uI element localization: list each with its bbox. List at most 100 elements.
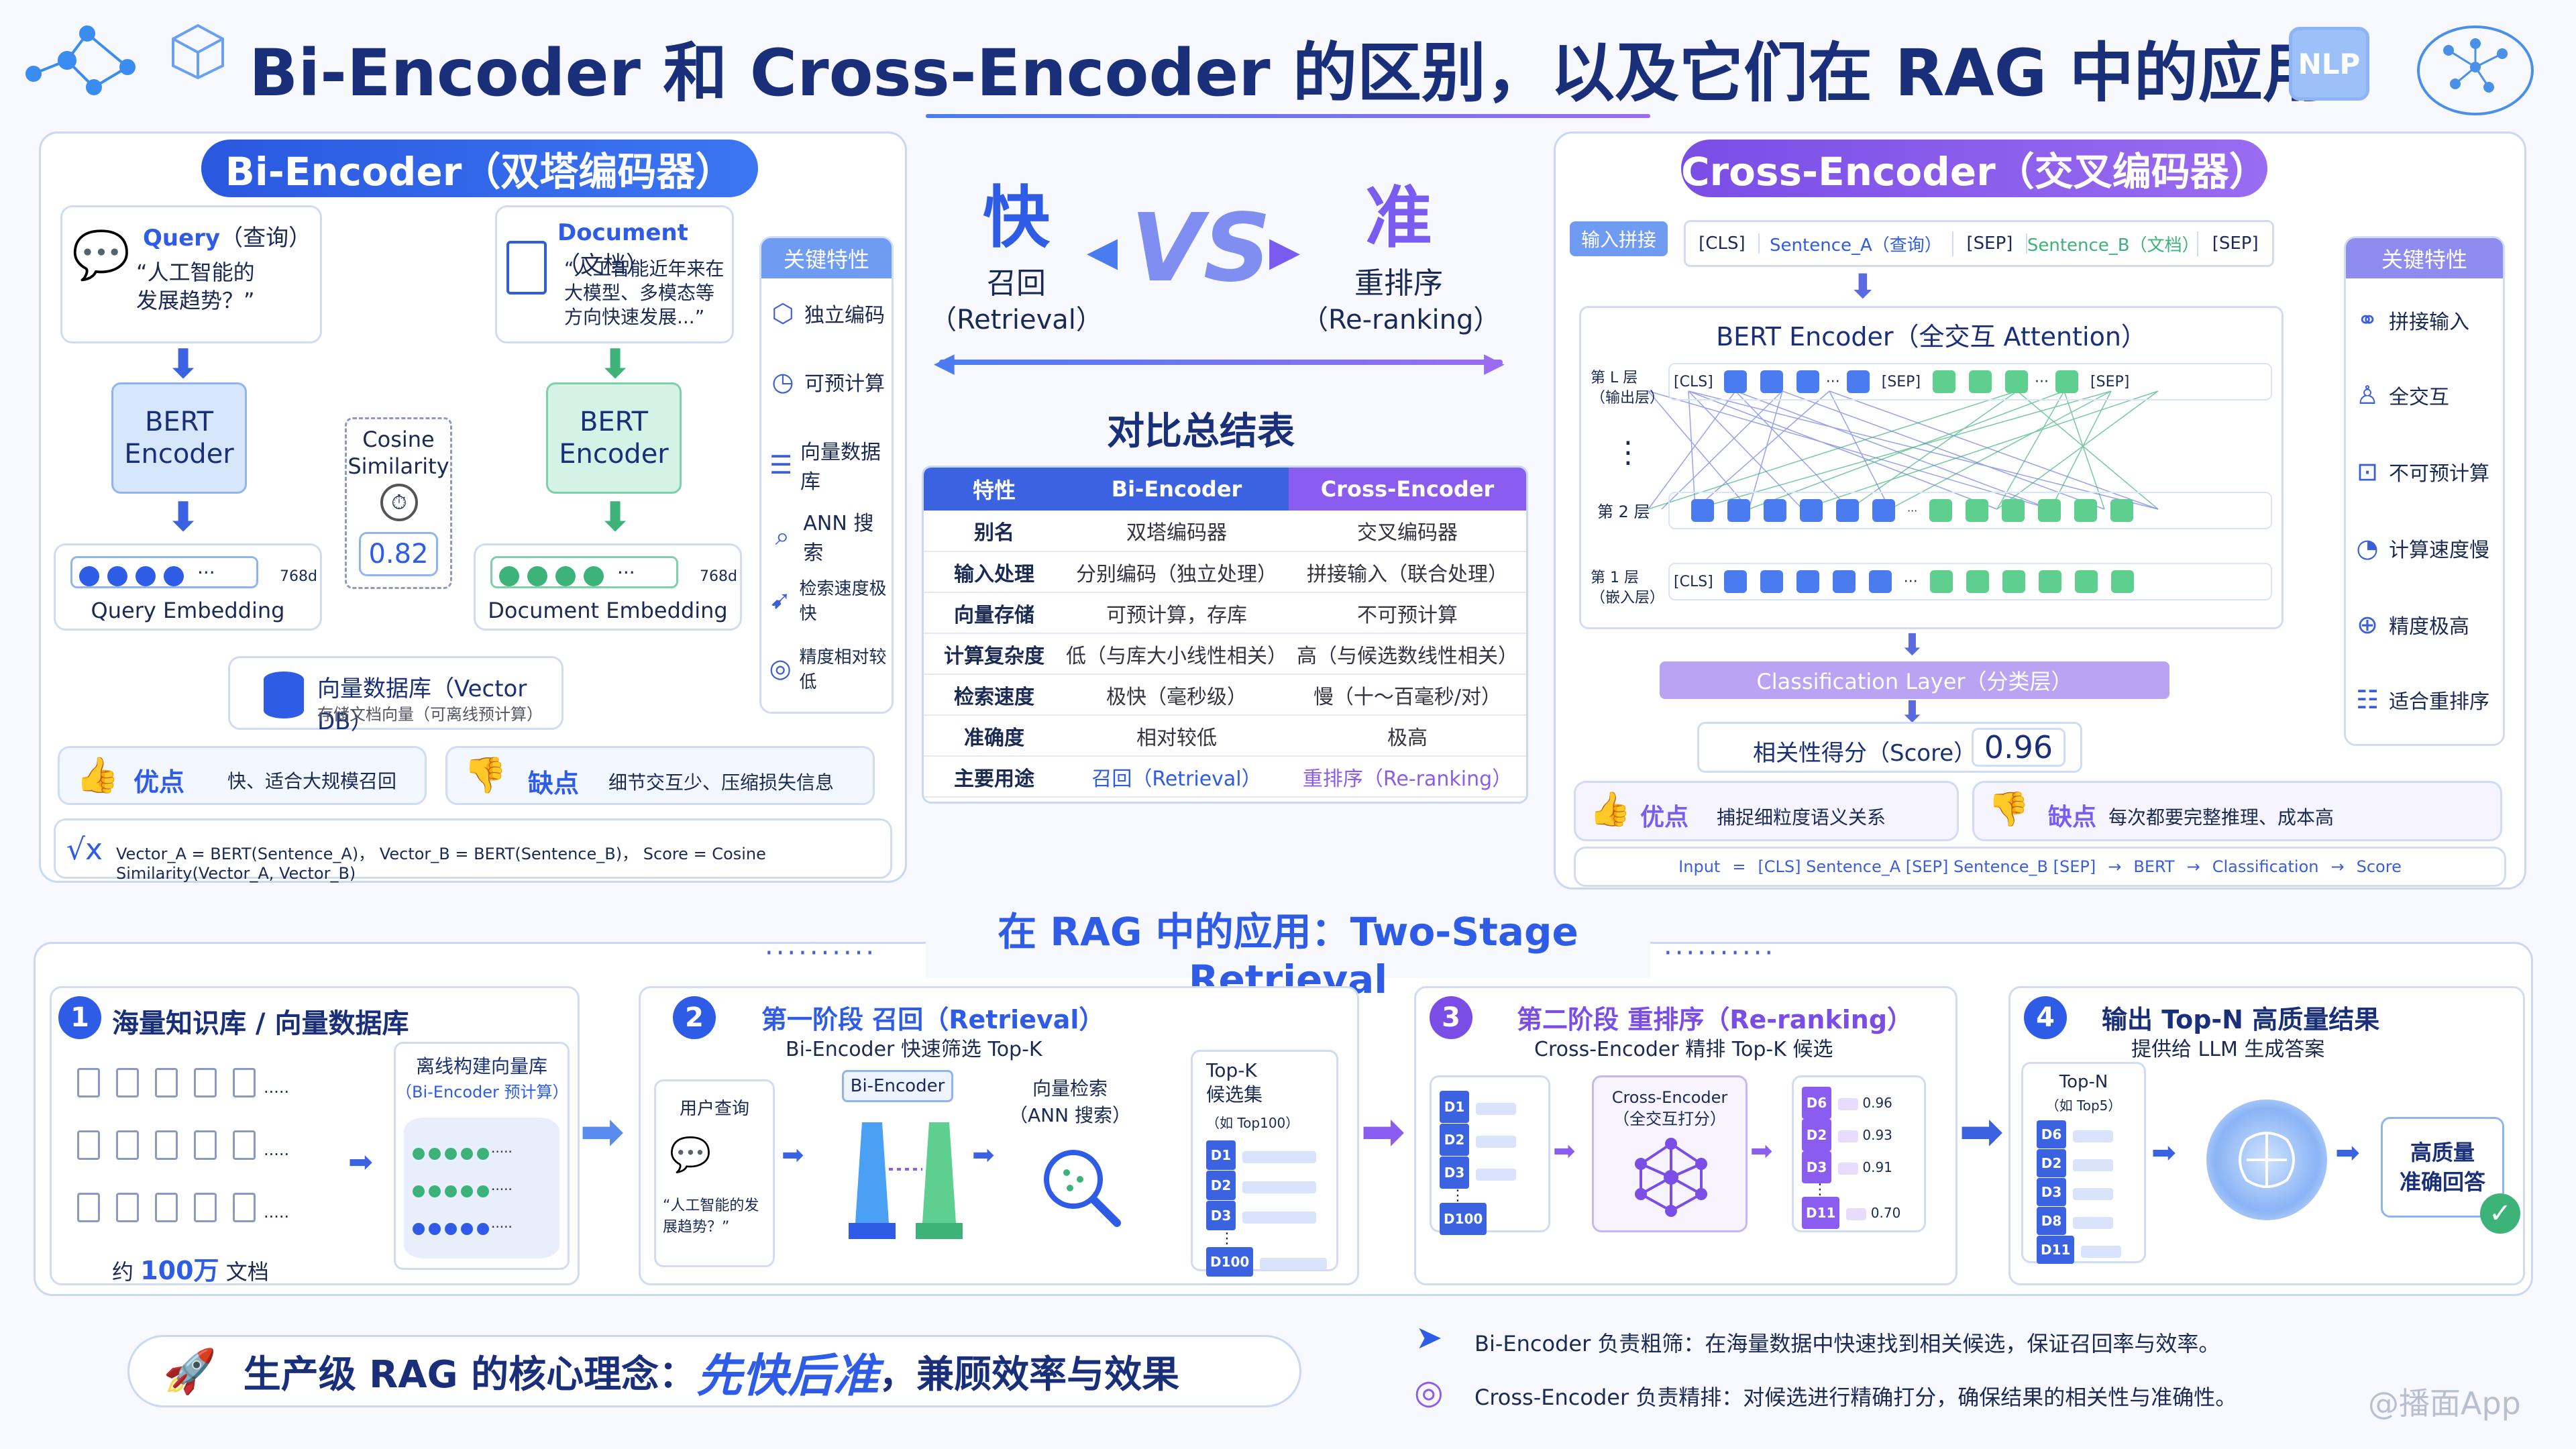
step-number: 3	[1430, 996, 1472, 1039]
classification-layer: Classification Layer（分类层）	[1660, 661, 2169, 699]
core-idea-post: ，兼顾效率与效果	[879, 1352, 1180, 1397]
flow-item: Classification	[2212, 857, 2319, 876]
vector-db-title: 向量数据库（Vector DB）	[317, 676, 527, 735]
thumbs-up-icon: 👍	[76, 755, 119, 796]
llm-brain-icon	[2206, 1099, 2327, 1220]
flow-item: =	[1732, 857, 1746, 876]
page-title: Bi-Encoder 和 Cross-Encoder 的区别，以及它们在 RAG…	[249, 35, 2327, 111]
features-title: 关键特性	[2346, 238, 2503, 278]
token: [SEP]	[2212, 233, 2259, 254]
topn-label: Top-N	[2059, 1072, 2108, 1092]
step2-title: 第一阶段 召回（Retrieval）	[761, 1005, 1105, 1034]
layer-1-label: 第 1 层 （嵌入层）	[1591, 570, 1665, 606]
thumbs-up-icon: 👍	[1589, 790, 1631, 828]
vector-db-sub: 存储文档向量（可离线预计算）	[317, 705, 543, 724]
bi-encoder-header: Bi-Encoder（双塔编码器）	[201, 140, 758, 197]
big-arrow-icon: ➡	[1360, 1100, 1406, 1163]
score-box: 相关性得分（Score） 0.96	[1697, 722, 2082, 773]
flow-arrow: →	[2108, 857, 2122, 876]
user-query-box: 用户查询 💬 “人工智能的发展趋势？”	[654, 1079, 775, 1267]
topk-list: D1 D2 D3 ⋮ D100	[1206, 1140, 1328, 1277]
rocket-icon: 🚀	[163, 1346, 217, 1397]
user-query-label: 用户查询	[679, 1099, 749, 1119]
col-header: Bi-Encoder	[1065, 468, 1289, 511]
col-header: 特性	[924, 468, 1065, 511]
cross-encoder-header: Cross-Encoder（交叉编码器）	[1681, 140, 2268, 197]
table-row: 输入处理分别编码（独立处理）拼接输入（联合处理）	[924, 551, 1526, 593]
fast-en: （Retrieval）	[930, 305, 1103, 335]
vector-db-box: 向量数据库（Vector DB） 存储文档向量（可离线预计算）	[228, 656, 564, 735]
cons-text: 细节交互少、压缩损失信息	[608, 771, 835, 794]
accurate-char: 准	[1365, 178, 1432, 257]
col-header: Cross-Encoder	[1289, 468, 1526, 511]
table-row: 计算复杂度低（与库大小线性相关）高（与候选数线性相关）	[924, 633, 1526, 675]
feature-item: ◔计算速度慢	[2346, 533, 2503, 563]
bi-pros-box: 👍 优点 快、适合大规模召回	[58, 746, 427, 805]
arrow-right-icon: ➡	[348, 1145, 373, 1179]
feature-item: ◎精度相对较低	[761, 643, 892, 693]
thumbs-down-icon: 👎	[464, 755, 507, 796]
flow-arrow: →	[2330, 857, 2345, 876]
feature-item: ➹检索速度极快	[761, 575, 892, 625]
document-card: Document（文档） “人工智能近年来在大模型、多模态等方向快速发展...”	[495, 205, 734, 343]
step-number: 1	[58, 996, 101, 1039]
offline-sub: （Bi-Encoder 预计算）	[396, 1083, 569, 1102]
paper-plane-icon: ➤	[1415, 1319, 1443, 1356]
bert-full-title: BERT Encoder（全交互 Attention）	[1716, 322, 2147, 352]
pros-text: 捕捉细粒度语义关系	[1717, 806, 1886, 828]
table-row: 别名双塔编码器交叉编码器	[924, 511, 1526, 552]
nlp-badge: NLP	[2289, 27, 2369, 101]
step3-title: 第二阶段 重排序（Re-ranking）	[1517, 1005, 1913, 1034]
feature-item: ☷适合重排序	[2346, 685, 2503, 714]
layer-l-label: 第 L 层 （输出层）	[1591, 370, 1665, 407]
arrow-right-icon: ➡	[972, 1140, 995, 1171]
sqrt-icon: √x	[66, 833, 103, 867]
topk-label: Top-K 候选集	[1206, 1059, 1263, 1106]
arrow-right-icon: ➡	[782, 1140, 804, 1171]
people-icon: ♙	[2355, 380, 2379, 410]
table-title: 对比总结表	[1107, 410, 1295, 453]
token: Sentence_B（文档）	[2027, 231, 2200, 256]
arrow-down-icon: ⬇	[598, 494, 633, 541]
bert-encoder-doc: BERT Encoder	[546, 382, 682, 494]
ellipsis: ···	[617, 561, 635, 584]
feature-item: ⚭拼接输入	[2346, 305, 2503, 335]
bi-formula: Vector_A = BERT(Sentence_A)， Vector_B = …	[116, 845, 766, 883]
topn-sub: （如 Top5）	[2045, 1097, 2122, 1114]
chat-icon: 💬	[669, 1135, 712, 1174]
layer-1-row: [CLS]···	[1668, 563, 2272, 600]
lock-icon: ⊡	[2357, 457, 2378, 486]
feature-item: ◷可预计算	[761, 367, 892, 396]
feature-item: ⬡独立编码	[761, 299, 892, 328]
topk-sub: （如 Top100）	[1206, 1115, 1299, 1131]
note-cross: Cross-Encoder 负责精排：对候选进行精确打分，确保结果的相关性与准确…	[1474, 1385, 2237, 1410]
feature-item: ⊕精度极高	[2346, 610, 2503, 639]
doc-count: 约 100万 文档	[112, 1256, 269, 1285]
layer-l-row: [CLS]···[SEP]···[SEP]	[1668, 363, 2272, 400]
brain-network-icon	[2408, 17, 2542, 124]
cross-cons-box: 👎 缺点 每次都要完整推理、成本高	[1972, 781, 2502, 841]
document-sub: （文档）	[557, 252, 649, 278]
dim-label: 768d	[700, 568, 737, 585]
input-concat-label: 输入拼接	[1570, 221, 1668, 256]
network-decoration-icon	[13, 13, 148, 114]
rag-title: 在 RAG 中的应用：Two-Stage Retrieval	[926, 909, 1650, 1002]
timer-icon: ⏱	[380, 484, 418, 521]
tower-icon	[835, 1116, 969, 1256]
arrow-right-icon: ▶	[1269, 228, 1301, 275]
document-title: Document	[557, 219, 688, 246]
arrow-down-icon: ⬇	[598, 341, 633, 388]
features-title: 关键特性	[761, 238, 892, 278]
bi-formula-box: √x Vector_A = BERT(Sentence_A)， Vector_B…	[54, 818, 892, 883]
database-icon	[264, 672, 304, 718]
layer-2-label: 第 2 层	[1597, 502, 1650, 521]
bert-encoder-query: BERT Encoder	[111, 382, 247, 494]
cross-flow-box: Input=[CLS] Sentence_A [SEP] Sentence_B …	[1574, 847, 2506, 887]
feature-item: ☰向量数据库	[761, 435, 892, 494]
doc-embedding-label: Document Embedding	[488, 598, 728, 623]
arrow-left-icon: ◀	[1087, 228, 1118, 275]
double-arrow-left-head: ◀	[934, 347, 955, 378]
score-value: 0.96	[1972, 728, 2065, 767]
chat-icon: 💬	[72, 227, 131, 282]
answer-box: 高质量 准确回答	[2381, 1117, 2504, 1218]
